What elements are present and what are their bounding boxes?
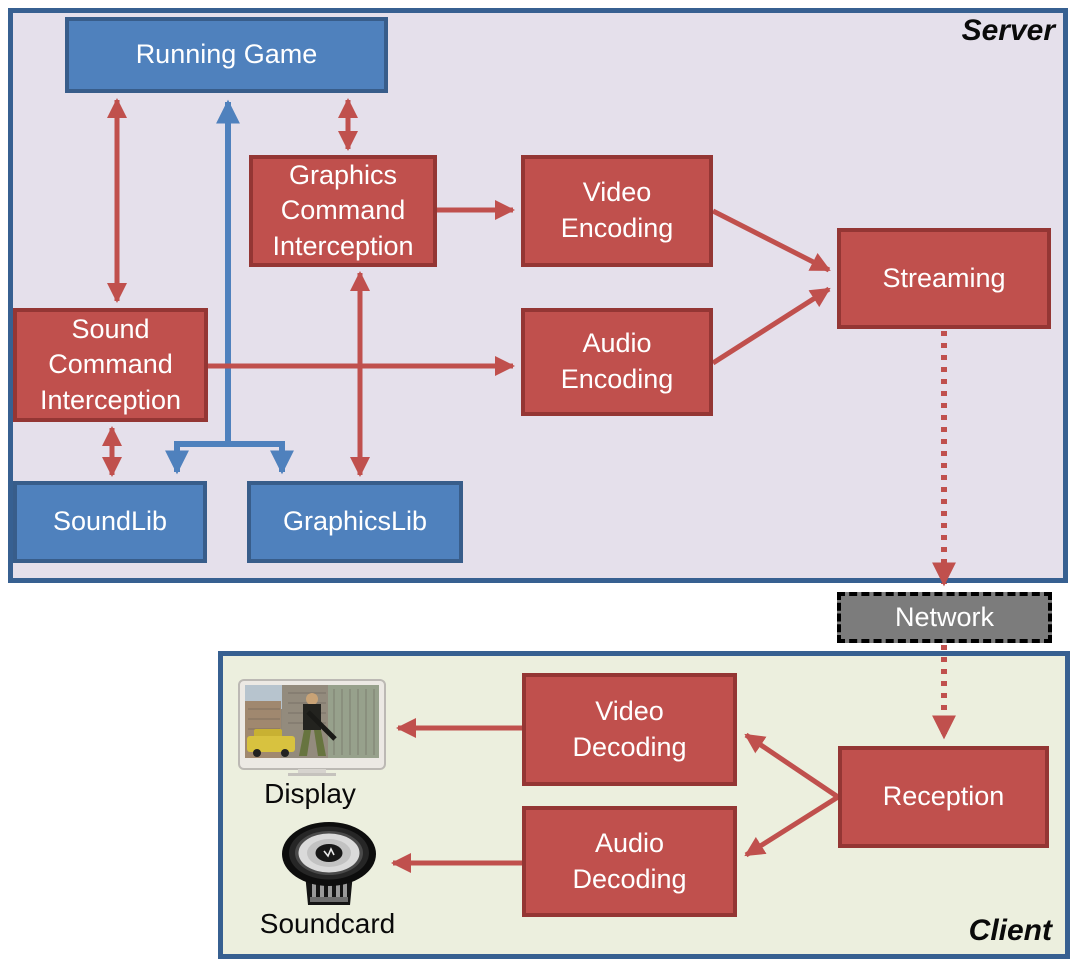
node-soundlib-label: SoundLib [52, 506, 168, 537]
node-label-line: Encoding [560, 364, 674, 394]
node-running-game-label: Running Game [135, 39, 318, 70]
node-sound-command-interception: Sound Command Interception [13, 308, 208, 422]
node-network: Network [837, 592, 1052, 643]
node-label-line: Decoding [572, 731, 687, 762]
display-screenshot-image [238, 679, 386, 776]
node-soundlib: SoundLib [13, 481, 207, 563]
node-label-line: Encoding [560, 213, 674, 243]
node-label-line: Command [48, 349, 173, 380]
node-streaming-label: Streaming [882, 262, 1006, 293]
server-region-label: Server [961, 14, 1055, 47]
soundcard-label: Soundcard [259, 908, 396, 939]
node-video-decoding: Video Decoding [522, 673, 737, 786]
node-label-line: Sound [71, 313, 150, 344]
node-audio-encoding: Audio Encoding [521, 308, 713, 416]
node-graphicslib: GraphicsLib [247, 481, 463, 563]
node-running-game: Running Game [65, 17, 388, 93]
node-streaming: Streaming [837, 228, 1051, 329]
node-graphics-command-interception: Graphics Command Interception [249, 155, 437, 267]
node-network-label: Network [894, 602, 995, 632]
node-reception: Reception [838, 746, 1049, 848]
node-label-line: Audio [582, 328, 652, 359]
node-label-line: Interception [272, 230, 414, 261]
node-graphicslib-label: GraphicsLib [282, 506, 428, 537]
soundcard-speaker-image [279, 821, 379, 909]
node-label-line: Command [280, 195, 406, 226]
node-reception-label: Reception [882, 781, 1005, 812]
node-label-line: Decoding [572, 863, 687, 894]
node-label-line: Video [582, 177, 652, 208]
client-region-label: Client [968, 914, 1052, 947]
node-label-line: Interception [39, 384, 182, 415]
node-label-line: Video [595, 695, 664, 726]
node-audio-decoding: Audio Decoding [522, 806, 737, 917]
display-label: Display [264, 778, 356, 809]
node-label-line: Graphics [288, 159, 398, 190]
node-video-encoding: Video Encoding [521, 155, 713, 267]
node-label-line: Audio [594, 827, 665, 858]
